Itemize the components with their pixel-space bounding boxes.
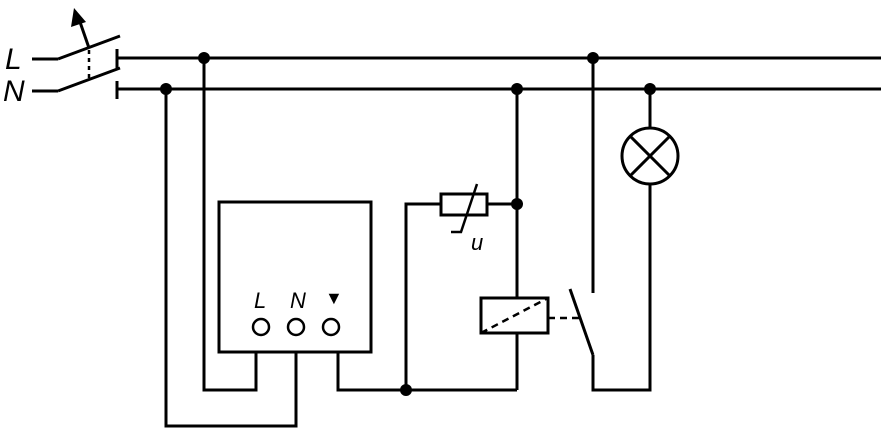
varistor-label: u xyxy=(471,230,483,255)
wire-l-to-device xyxy=(202,58,258,392)
line-l-label: L xyxy=(5,43,22,76)
terminal-n xyxy=(286,317,306,337)
wire-contact-to-lamp xyxy=(591,184,652,392)
wire-device-out xyxy=(336,352,517,392)
main-breaker-icon xyxy=(32,8,121,99)
relay-contact-icon xyxy=(568,288,595,356)
terminal-n-label: N xyxy=(290,288,306,313)
terminal-l xyxy=(251,317,271,337)
varistor-icon xyxy=(439,183,489,234)
terminal-out xyxy=(321,317,341,337)
wire-n-to-device xyxy=(164,89,298,428)
lamp-icon xyxy=(620,126,680,186)
relay-coil-icon xyxy=(479,296,550,335)
junction-dots xyxy=(160,52,656,396)
line-n-label: N xyxy=(3,75,25,108)
terminal-out-label: ▼ xyxy=(325,288,343,308)
wire-varistor-left xyxy=(404,202,441,390)
device-box xyxy=(217,200,373,354)
terminal-l-label: L xyxy=(254,288,266,313)
